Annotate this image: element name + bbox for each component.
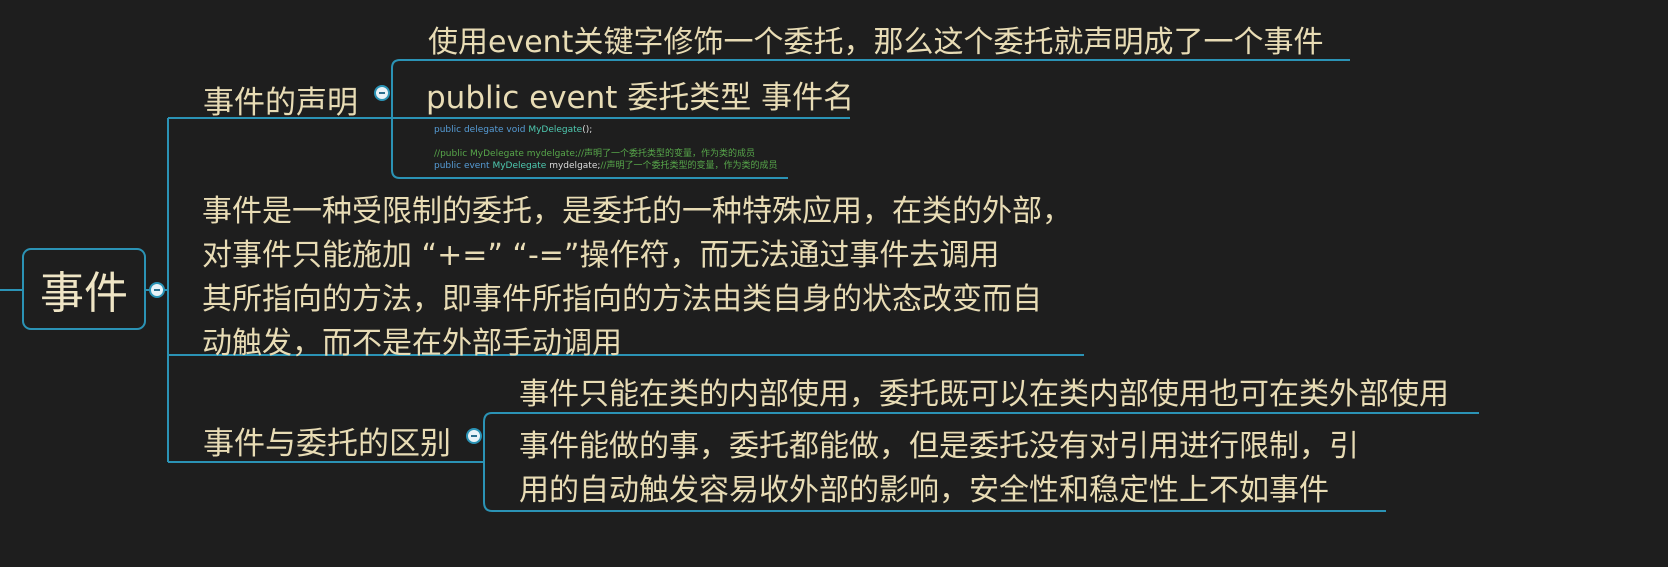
code-punct: (); xyxy=(582,125,593,135)
declaration-code-image[interactable]: public delegate void MyDelegate(); //pub… xyxy=(434,124,777,172)
code-line-2: //public MyDelegate mydelgate;//声明了一个委托类… xyxy=(434,149,755,159)
code-identifier: mydelgate; xyxy=(549,161,601,171)
description-line-3: 其所指向的方法，即事件所指向的方法由类自身的状态改变而自 xyxy=(202,282,1042,317)
branch-declaration[interactable]: 事件的声明 xyxy=(203,85,358,121)
declaration-child-event-keyword[interactable]: 使用event关键字修饰一个委托，那么这个委托就声明成了一个事件 xyxy=(428,25,1324,60)
description-line-2: 对事件只能施加 “+=” “-=”操作符，而无法通过事件去调用 xyxy=(202,238,1000,273)
difference-safety-line-2: 用的自动触发容易收外部的影响，安全性和稳定性上不如事件 xyxy=(519,473,1329,508)
code-type: MyDelegate xyxy=(528,125,583,135)
event-description[interactable]: 事件是一种受限制的委托，是委托的一种特殊应用，在类的外部， 对事件只能施加 “+… xyxy=(202,190,1072,366)
root-collapse-icon[interactable] xyxy=(149,282,165,298)
declaration-collapse-icon[interactable] xyxy=(374,85,390,101)
code-keyword: public event xyxy=(434,161,490,171)
code-comment: //声明了一个委托类型的变量，作为类的成员 xyxy=(600,161,778,171)
branch-difference[interactable]: 事件与委托的区别 xyxy=(203,426,451,462)
code-line-1: public delegate void MyDelegate(); xyxy=(434,124,777,136)
root-topic-label: 事件 xyxy=(40,268,128,319)
difference-safety-line-1: 事件能做的事，委托都能做，但是委托没有对引用进行限制，引 xyxy=(519,429,1359,464)
difference-child-safety[interactable]: 事件能做的事，委托都能做，但是委托没有对引用进行限制，引 用的自动触发容易收外部… xyxy=(519,425,1359,513)
code-blank-line xyxy=(434,136,777,148)
description-line-4: 动触发，而不是在外部手动调用 xyxy=(202,326,622,361)
description-line-1: 事件是一种受限制的委托，是委托的一种特殊应用，在类的外部， xyxy=(202,194,1072,229)
code-line-3: public event MyDelegate mydelgate;//声明了一… xyxy=(434,160,777,172)
declaration-child-syntax[interactable]: public event 委托类型 事件名 xyxy=(426,80,855,116)
root-topic[interactable]: 事件 xyxy=(22,248,146,330)
difference-collapse-icon[interactable] xyxy=(466,428,482,444)
code-keyword: public delegate void xyxy=(434,125,526,135)
code-type: MyDelegate xyxy=(492,161,547,171)
difference-child-usage[interactable]: 事件只能在类的内部使用，委托既可以在类内部使用也可在类外部使用 xyxy=(519,377,1449,412)
